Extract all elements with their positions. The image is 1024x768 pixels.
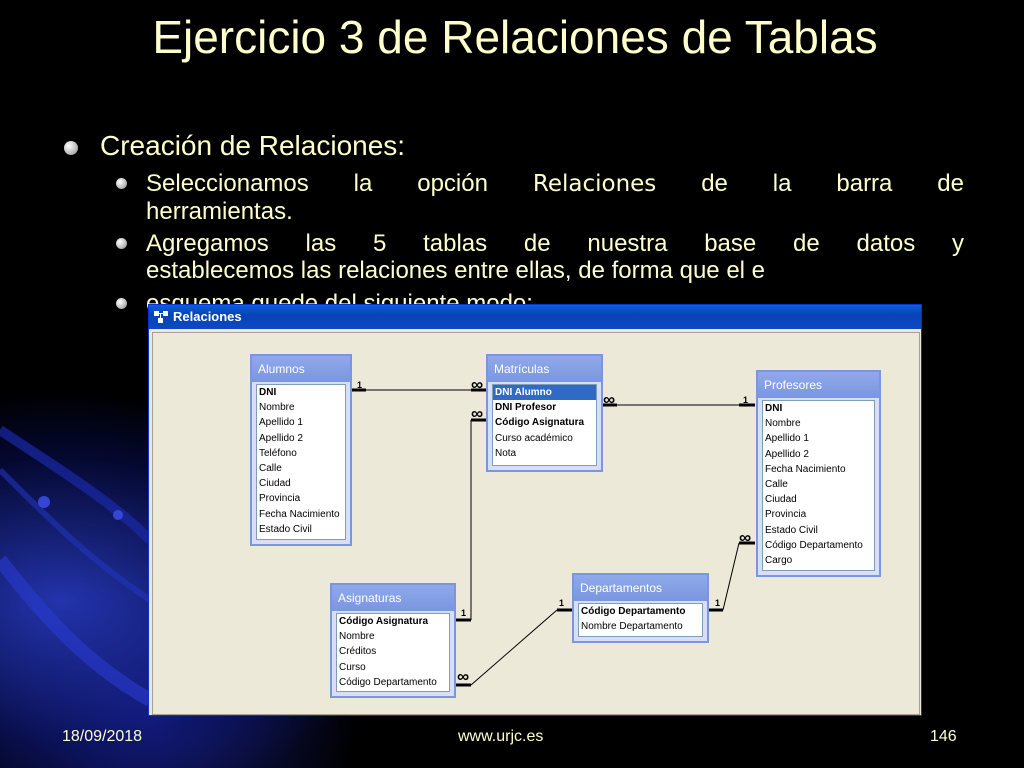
field-item[interactable]: Curso académico <box>495 432 573 444</box>
rel-label-one: 1 <box>743 395 749 405</box>
table-profesores-title[interactable]: Profesores <box>758 372 879 398</box>
field-item[interactable]: DNI Profesor <box>495 402 557 414</box>
field-item[interactable]: Nombre <box>339 631 375 643</box>
table-asignaturas-fields[interactable]: Código Asignatura Nombre Créditos Curso … <box>336 613 450 692</box>
bullet-creacion: Creación de Relaciones: <box>64 130 405 162</box>
field-item[interactable]: Código Asignatura <box>495 417 585 429</box>
field-item[interactable]: Apellido 2 <box>765 448 809 460</box>
table-profesores-fields[interactable]: DNI Nombre Apellido 1 Apellido 2 Fecha N… <box>762 400 875 571</box>
rel-label-many: ∞ <box>471 404 484 423</box>
table-alumnos-fields[interactable]: DNI Nombre Apellido 1 Apellido 2 Teléfon… <box>256 384 346 540</box>
relationship-lines <box>350 388 755 687</box>
field-item[interactable]: Fecha Nacimiento <box>259 508 340 520</box>
field-item[interactable]: Estado Civil <box>259 523 312 535</box>
sub-bullet-2-line2: establecemos las relaciones entre ellas,… <box>146 257 766 284</box>
field-item[interactable]: Nota <box>495 447 517 459</box>
rel-label-many: ∞ <box>471 375 484 394</box>
rel-label-one: 1 <box>357 380 363 390</box>
sub-bullet-1-line1: Seleccionamos la opción Relaciones de la… <box>146 170 964 197</box>
field-item[interactable]: Ciudad <box>259 478 291 490</box>
field-item[interactable]: Ciudad <box>765 494 797 506</box>
table-departamentos[interactable]: Departamentos Código Departamento Nombre… <box>572 573 709 643</box>
table-asignaturas-title[interactable]: Asignaturas <box>332 585 454 611</box>
field-item[interactable]: Apellido 2 <box>259 432 303 444</box>
table-alumnos-title[interactable]: Alumnos <box>252 356 350 382</box>
footer-url: www.urjc.es <box>458 728 544 745</box>
table-alumnos[interactable]: Alumnos DNI Nombre Apellido 1 Apellido 2… <box>250 354 352 546</box>
bullet-text: Creación de Relaciones: <box>100 130 406 161</box>
bullet-icon <box>116 298 127 309</box>
rel-label-many: ∞ <box>457 667 470 686</box>
field-item[interactable]: Calle <box>765 479 788 491</box>
field-item[interactable]: Apellido 1 <box>259 417 303 429</box>
field-item[interactable]: Nombre <box>259 402 295 414</box>
field-item[interactable]: Código Departamento <box>765 539 863 551</box>
field-item[interactable]: Código Departamento <box>581 606 686 617</box>
field-item[interactable]: Nombre Departamento <box>581 621 683 633</box>
relationships-canvas[interactable]: 1 ∞ ∞ 1 ∞ 1 ∞ 1 1 ∞ Alumnos DNI Nombre A… <box>152 332 920 715</box>
field-item[interactable]: Estado Civil <box>765 524 818 536</box>
field-item[interactable]: Código Departamento <box>339 676 437 688</box>
rel-label-one: 1 <box>461 608 467 618</box>
field-item[interactable]: Teléfono <box>259 447 297 459</box>
bullet-icon <box>116 238 127 249</box>
table-asignaturas[interactable]: Asignaturas Código Asignatura Nombre Cré… <box>330 583 456 698</box>
field-item[interactable]: DNI <box>259 387 277 398</box>
table-profesores[interactable]: Profesores DNI Nombre Apellido 1 Apellid… <box>756 370 881 577</box>
sub-bullet-2-line1: Agregamos las 5 tablas de nuestra base d… <box>146 230 964 257</box>
slide-title: Ejercicio 3 de Relaciones de Tablas <box>152 11 878 63</box>
table-departamentos-title[interactable]: Departamentos <box>574 575 707 601</box>
window-title: Relaciones <box>173 309 242 324</box>
field-item[interactable]: Código Asignatura <box>339 616 429 627</box>
relaciones-window: Relaciones <box>148 304 922 716</box>
footer-date: 18/09/2018 <box>62 728 143 745</box>
bullet-icon <box>116 178 127 189</box>
table-matriculas-fields[interactable]: DNI Alumno DNI Profesor Código Asignatur… <box>492 384 597 466</box>
field-item[interactable]: Fecha Nacimiento <box>765 463 846 475</box>
field-item[interactable]: Nombre <box>765 418 801 430</box>
table-departamentos-fields[interactable]: Código Departamento Nombre Departamento <box>578 603 703 637</box>
rel-label-many: ∞ <box>739 528 752 547</box>
field-item[interactable]: Calle <box>259 463 282 475</box>
field-item[interactable]: DNI <box>765 403 783 414</box>
footer-page-number: 146 <box>930 728 957 745</box>
bullet-icon <box>64 140 78 155</box>
field-item[interactable]: DNI Alumno <box>493 385 596 401</box>
relationships-icon <box>154 311 168 323</box>
sub-bullet-1-line2: herramientas. <box>146 198 293 225</box>
window-titlebar[interactable]: Relaciones <box>149 305 921 329</box>
rel-label-one: 1 <box>715 598 721 608</box>
table-matriculas[interactable]: Matrículas DNI Alumno DNI Profesor Códig… <box>486 354 603 472</box>
sub-bullet-2: Agregamos las 5 tablas de nuestra base d… <box>116 230 964 284</box>
field-item[interactable]: Créditos <box>339 646 377 658</box>
rel-label-one: 1 <box>559 598 565 608</box>
rel-label-many: ∞ <box>603 390 616 409</box>
sub-bullet-1: Seleccionamos la opción Relaciones de la… <box>116 170 964 225</box>
field-item[interactable]: Provincia <box>765 509 807 521</box>
table-matriculas-title[interactable]: Matrículas <box>488 356 601 382</box>
field-item[interactable]: Cargo <box>765 555 793 567</box>
field-item[interactable]: Apellido 1 <box>765 433 809 445</box>
field-item[interactable]: Provincia <box>259 493 301 505</box>
field-item[interactable]: Curso <box>339 661 366 673</box>
